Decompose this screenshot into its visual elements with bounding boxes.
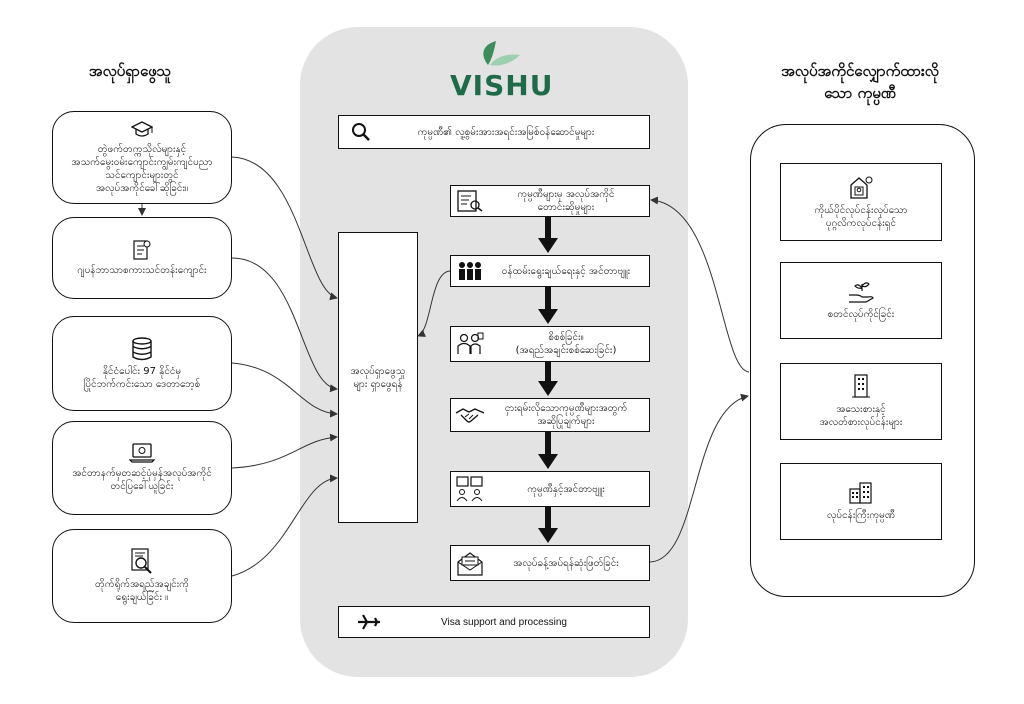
- step-company-requests: ကုမ္ပဏီများမှ အလုပ်အကိုင် တောင်းဆိုမှုမျ…: [450, 185, 650, 217]
- document-icon: [133, 239, 151, 260]
- connector-left-3: [231, 362, 338, 418]
- search-icon: [339, 122, 383, 142]
- graduation-cap-icon: [131, 120, 153, 137]
- step-company-requests-line2: တောင်းဆိုမှုများ: [537, 202, 595, 213]
- job-seeker-search-line1: အလုပ်ရှာဖွေသူ: [350, 365, 406, 377]
- step-arrows: [538, 217, 558, 543]
- hiring-company-heading: အလုပ်အကိုင်လျှောက်ထားလို သော ကုမ္ပဏီ: [730, 60, 990, 104]
- right-box-startup: စတင်လုပ်ကိုင်ခြင်း: [780, 262, 942, 339]
- left-box-3-line2: ပြိုင်ဘက်ကင်းသော ဒေတာဘေ့စ်: [83, 378, 201, 390]
- vishu-logo: VISHU: [440, 37, 560, 102]
- connector-left-4: [231, 433, 338, 469]
- left-box-direct-selection: တိုက်ရိုက်အရည်အချင်းကို ရွေးချယ်ခြင်း ။: [52, 529, 232, 623]
- right-box-sme: အသေးစားနှင့် အလတ်စားလုပ်ငန်းများ: [780, 363, 942, 440]
- step-hiring-decision: အလုပ်ခန့်အပ်ရန်ဆုံးဖြတ်ခြင်း: [450, 545, 650, 581]
- step-hiring-decision-label: အလုပ်ခန့်အပ်ရန်ဆုံးဖြတ်ခြင်း: [513, 557, 619, 569]
- step-screening-line2: (အရည်အချင်းစစ်ဆေးခြင်း): [515, 345, 617, 356]
- right-box-3-line1: အသေးစားနှင့်: [836, 404, 886, 415]
- left-box-online-recruitment: အင်တာနက်မှတဆင့်ပုံမှန်အလုပ်အကိုင် တင်ပြခ…: [52, 421, 232, 515]
- resume-search-icon: [131, 548, 152, 574]
- connector-left-2: [231, 257, 338, 393]
- visa-support-label: Visa support and processing: [440, 616, 567, 628]
- people-icon: [451, 261, 489, 281]
- left-box-1-line3: သင်ကျောင်းများတွင်: [105, 169, 179, 181]
- connector-step2-search: [417, 270, 451, 337]
- left-box-university-recruitment: တွဲဖက်တက္ကသိုလ်များနှင့် အသက်မွေးဝမ်းကျေ…: [52, 111, 232, 204]
- airplane-icon: [339, 614, 399, 630]
- step-company-requests-line1: ကုမ္ပဏီများမှ အလုပ်အကိုင်: [517, 189, 615, 200]
- step-company-requests-label: ကုမ္ပဏီများမှ အလုပ်အကိုင် တောင်းဆိုမှုမျ…: [489, 188, 649, 214]
- leaf-icon: [483, 41, 520, 66]
- plant-hand-icon: [849, 281, 874, 303]
- connector-decision-to-right: [649, 393, 749, 563]
- handshake-icon: [451, 405, 489, 425]
- left-box-database: နိုင်ငံပေါင်း 97 နိုင်ငံမှ ပြိုင်ဘက်ကင်း…: [52, 316, 232, 411]
- step-selection-interview: ဝန်ထမ်းရွေးချယ်ရေးနှင့် အင်တာဗျူး: [450, 255, 650, 287]
- laptop-icon: [129, 443, 155, 463]
- step-proposals-label: ငှားရမ်းလိုသောကုမ္ပဏီများအတွက် အဆိုပြုချ…: [489, 402, 649, 428]
- step-proposals-line2: အဆိုပြုချက်များ: [537, 416, 595, 427]
- step-screening-label: စိစစ်ခြင်း။ (အရည်အချင်းစစ်ဆေးခြင်း): [489, 331, 649, 357]
- small-building-icon: [852, 374, 870, 398]
- sole-proprietor-icon: [850, 176, 873, 199]
- job-seeker-heading: အလုပ်ရှာဖွေသူ: [88, 62, 172, 80]
- visa-support-box: Visa support and processing: [338, 606, 650, 638]
- job-seeker-search-box: အလုပ်ရှာဖွေသူ များ ရှာဖွေရန်: [338, 232, 418, 523]
- job-posting-icon: [451, 190, 489, 212]
- connector-right-to-requests: [650, 196, 750, 373]
- connector-left-5: [231, 474, 338, 577]
- right-box-2-line1: စတင်လုပ်ကိုင်ခြင်း: [827, 308, 895, 320]
- left-box-5-line2: ရွေးချယ်ခြင်း ။: [115, 592, 169, 603]
- step-selection-interview-label: ဝန်ထမ်းရွေးချယ်ရေးနှင့် အင်တာဗျူး: [501, 265, 631, 277]
- right-box-3-line2: အလတ်စားလုပ်ငန်းများ: [819, 417, 903, 428]
- offer-letter-icon: [451, 550, 489, 576]
- hiring-company-heading-line2: သော ကုမ္ပဏီ: [824, 84, 896, 102]
- inspection-icon: [451, 332, 489, 356]
- left-box-2-line1: ဂျပန်ဘာသာစကားသင်တန်းကျောင်း: [77, 264, 207, 276]
- right-box-large-company: လုပ်ငန်းကြီးကုမ္ပဏီ: [780, 463, 942, 540]
- interview-icon: [451, 476, 489, 502]
- logo-text: VISHU: [450, 69, 554, 102]
- database-icon: [132, 336, 152, 360]
- step-proposals-line1: ငှားရမ်းလိုသောကုမ္ပဏီများအတွက်: [504, 403, 628, 414]
- hiring-company-heading-line1: အလုပ်အကိုင်လျှောက်ထားလို: [781, 62, 939, 80]
- hr-services-box: ကုမ္ပဏီ၏ လူ့စွမ်းအားအရင်းအမြစ်ဝန်ဆောင်မှ…: [338, 115, 650, 149]
- left-box-1-line1: တွဲဖက်တက္ကသိုလ်များနှင့်: [97, 143, 187, 155]
- job-seeker-search-line2: များ ရှာဖွေရန်: [353, 378, 403, 390]
- connector-left-1: [231, 156, 338, 301]
- step-screening-line1: စိစစ်ခြင်း။: [548, 332, 584, 343]
- step-company-interview-label: ကုမ္ပဏီနှင့်အင်တာဗျူး: [527, 483, 605, 495]
- left-box-4-line2: တင်ပြခေါ်ယူခြင်း: [110, 481, 174, 492]
- left-box-japanese-school: ဂျပန်ဘာသာစကားသင်တန်းကျောင်း: [52, 217, 232, 299]
- left-box-1-line4: အလုပ်အကိုင်ခေါ်ဆိုခြင်း။: [95, 182, 189, 194]
- right-box-1-line2: ပုဂ္ဂလိကလုပ်ငန်းရှင်: [825, 217, 897, 229]
- left-box-3-line1: နိုင်ငံပေါင်း 97 နိုင်ငံမှ: [102, 365, 182, 377]
- left-box-5-line1: တိုက်ရိုက်အရည်အချင်းကို: [95, 579, 189, 590]
- hr-services-label: ကုမ္ပဏီ၏ လူ့စွမ်းအားအရင်းအမြစ်ဝန်ဆောင်မှ…: [417, 126, 595, 138]
- step-screening: စိစစ်ခြင်း။ (အရည်အချင်းစစ်ဆေးခြင်း): [450, 326, 650, 362]
- right-box-sole-proprietor: ကိုယ်ပိုင်လုပ်ငန်းလုပ်သော ပုဂ္ဂလိကလုပ်ငန…: [780, 163, 942, 241]
- step-proposals: ငှားရမ်းလိုသောကုမ္ပဏီများအတွက် အဆိုပြုချ…: [450, 398, 650, 432]
- left-box-4-line1: အင်တာနက်မှတဆင့်ပုံမှန်အလုပ်အကိုင်: [72, 468, 212, 479]
- right-box-4-line1: လုပ်ငန်းကြီးကုမ္ပဏီ: [827, 509, 895, 521]
- left-box-1-line2: အသက်မွေးဝမ်းကျောင်းကျွမ်းကျင်ပညာ: [71, 156, 213, 168]
- step-company-interview: ကုမ္ပဏီနှင့်အင်တာဗျူး: [450, 471, 650, 507]
- large-company-icon: [849, 481, 872, 504]
- right-box-1-line1: ကိုယ်ပိုင်လုပ်ငန်းလုပ်သော: [814, 204, 908, 216]
